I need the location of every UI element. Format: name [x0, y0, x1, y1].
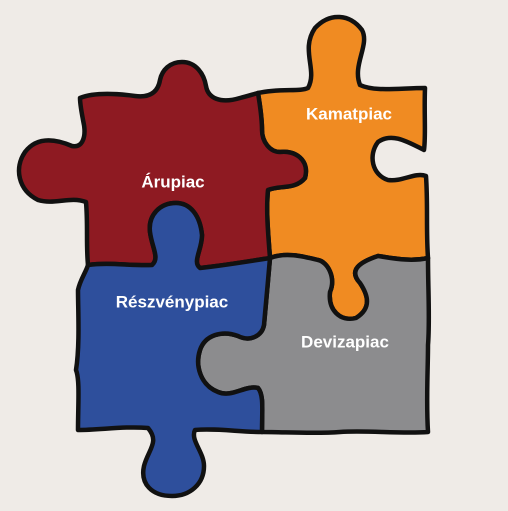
label-reszvenypiac: Részvénypiac — [116, 292, 228, 311]
label-arupiac: Árupiac — [141, 172, 204, 191]
label-kamatpiac: Kamatpiac — [306, 104, 392, 123]
label-devizapiac: Devizapiac — [301, 332, 389, 351]
puzzle-piece-reszvenypiac — [73, 200, 273, 499]
